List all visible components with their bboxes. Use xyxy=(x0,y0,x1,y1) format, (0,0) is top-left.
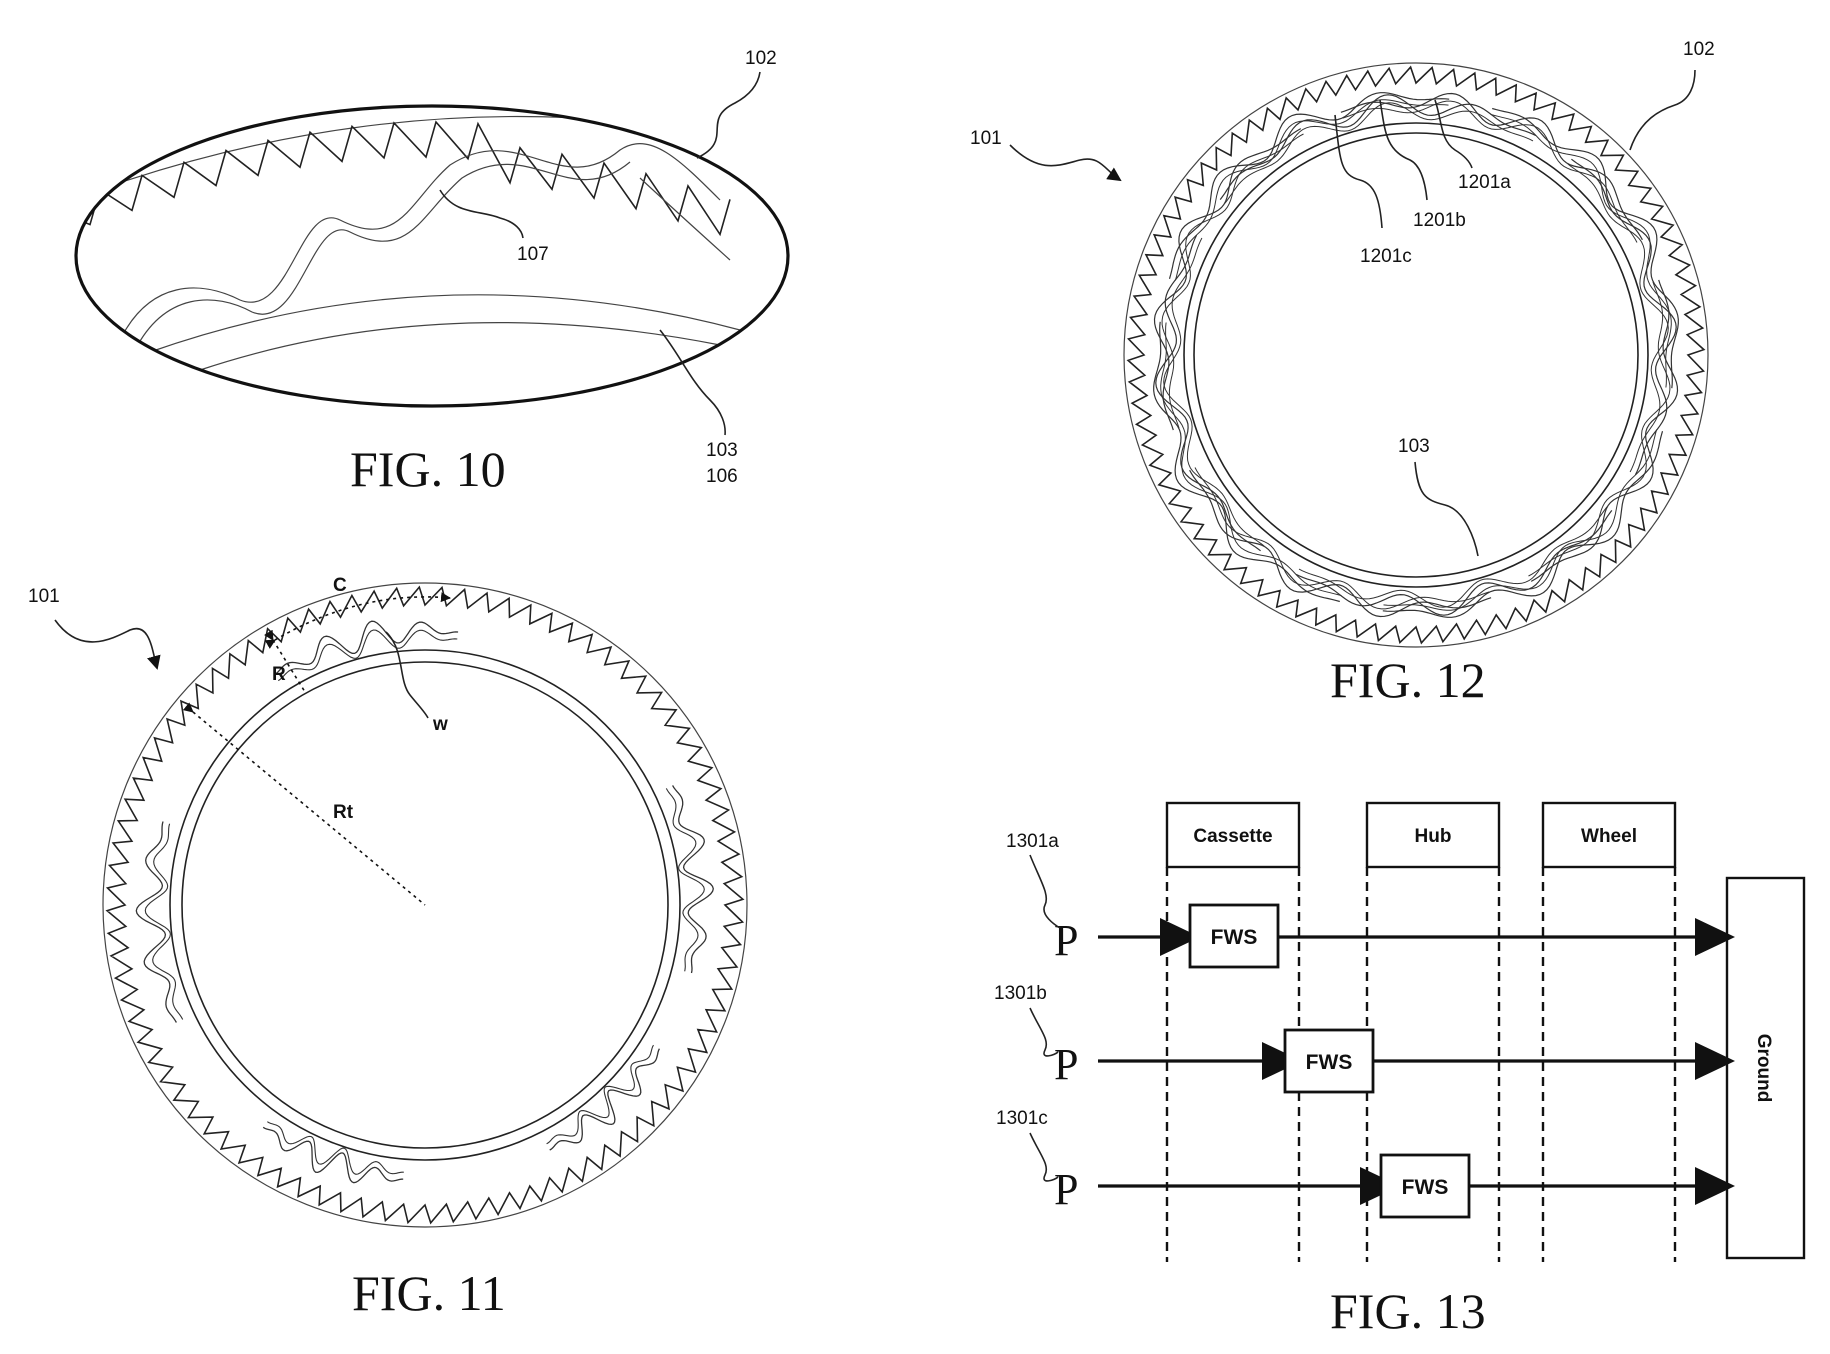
fig11: 101 C R w Rt FIG. 11 xyxy=(28,575,747,1321)
dim-c-label: C xyxy=(333,575,347,596)
p-input-1301b: P xyxy=(1054,1040,1078,1089)
fig13: Cassette Hub Wheel Ground FWS P 1301a xyxy=(994,803,1804,1339)
ground-label: Ground xyxy=(1753,1034,1774,1103)
spring-elements xyxy=(136,621,713,1182)
ref-1201b-label: 1201b xyxy=(1413,210,1466,231)
fig13-caption: FIG. 13 xyxy=(1330,1283,1486,1339)
ref-102-label: 102 xyxy=(745,48,777,69)
ref-106-label: 106 xyxy=(706,466,738,487)
spring-element-107-inner xyxy=(135,162,630,350)
row-1301b: FWS P 1301b xyxy=(994,983,1735,1092)
wheel-label: Wheel xyxy=(1581,826,1637,847)
leader-107 xyxy=(440,190,523,238)
layered-spring-elements xyxy=(1154,93,1679,618)
spring-element xyxy=(145,824,182,1020)
tire-tread-sawtooth xyxy=(60,122,730,234)
tire-inner-lip xyxy=(640,178,730,260)
fig10: 102 107 103 106 FIG. 10 xyxy=(40,48,800,497)
spring-element xyxy=(278,630,457,681)
ref-1301b-label: 1301b xyxy=(994,983,1047,1004)
leader-101-fig11 xyxy=(55,620,157,668)
tire-cross-section xyxy=(1124,63,1708,647)
rim-103-outer xyxy=(1184,123,1648,587)
rim-103-inner xyxy=(1194,133,1638,577)
ref-103-label: 103 xyxy=(706,440,738,461)
dim-rt-line xyxy=(193,712,425,905)
fig12: 101 102 1201a 1201b 1201c 103 FIG. 12 xyxy=(970,39,1715,708)
fws-label-1301c: FWS xyxy=(1402,1176,1449,1199)
leader-101-fig12 xyxy=(1010,145,1120,180)
fig10-detail-view xyxy=(40,117,800,370)
tire-outer-boundary xyxy=(1124,63,1708,647)
fws-label-1301a: FWS xyxy=(1211,926,1258,949)
rim-103-inner xyxy=(200,323,720,370)
tire-outer-sawtooth xyxy=(107,587,743,1223)
cassette-label: Cassette xyxy=(1193,826,1272,847)
dim-w-label: w xyxy=(432,714,448,735)
leader-1201c xyxy=(1335,115,1382,228)
ref-1301c-label: 1301c xyxy=(996,1108,1048,1129)
fig12-caption: FIG. 12 xyxy=(1330,652,1486,708)
p-input-1301c: P xyxy=(1054,1165,1078,1214)
fws-label-1301b: FWS xyxy=(1306,1051,1353,1074)
p-input-1301a: P xyxy=(1054,916,1078,965)
ref-102-label: 102 xyxy=(1683,39,1715,60)
ref-103-label: 103 xyxy=(1398,436,1430,457)
fig10-caption: FIG. 10 xyxy=(350,441,506,497)
ref-1201a-label: 1201a xyxy=(1458,172,1511,193)
leader-103-fig12 xyxy=(1415,462,1478,556)
spring-element xyxy=(267,1122,404,1175)
row-1301c: FWS P 1301c xyxy=(996,1108,1735,1217)
ref-107-label: 107 xyxy=(517,244,549,265)
hub-label: Hub xyxy=(1415,826,1452,847)
ref-101-label: 101 xyxy=(970,128,1002,149)
leader-102 xyxy=(697,72,760,158)
ref-1301a-label: 1301a xyxy=(1006,831,1059,852)
dim-r-label: R xyxy=(272,664,286,685)
tire-outer-sawtooth xyxy=(1128,67,1704,643)
ref-1201c-label: 1201c xyxy=(1360,246,1412,267)
dim-rt-label: Rt xyxy=(333,802,354,823)
ref-101-label: 101 xyxy=(28,586,60,607)
spring-element-107 xyxy=(120,144,720,340)
spring-element xyxy=(666,788,704,971)
fig11-caption: FIG. 11 xyxy=(352,1265,506,1321)
leader-102-fig12 xyxy=(1630,70,1695,150)
leader-1201b xyxy=(1380,100,1427,200)
spring-element xyxy=(550,1049,660,1150)
